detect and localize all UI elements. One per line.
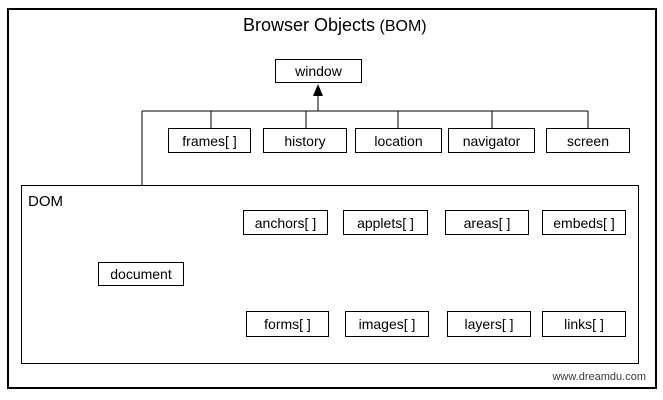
diagram-title: Browser Objects (BOM) (243, 15, 427, 36)
node-navigator: navigator (448, 128, 535, 153)
node-areas: areas[ ] (445, 210, 529, 235)
node-embeds: embeds[ ] (542, 210, 626, 235)
node-frames: frames[ ] (168, 128, 251, 153)
node-anchors: anchors[ ] (243, 210, 328, 235)
node-document: document (98, 262, 184, 286)
node-applets: applets[ ] (343, 210, 428, 235)
node-forms: forms[ ] (246, 311, 329, 337)
node-location: location (355, 128, 442, 153)
node-links: links[ ] (542, 311, 626, 337)
watermark: www.dreamdu.com (552, 371, 646, 383)
title-main: Browser Objects (243, 15, 376, 35)
node-layers: layers[ ] (447, 311, 531, 337)
node-window: window (275, 59, 362, 83)
node-images: images[ ] (345, 311, 429, 337)
node-history: history (263, 128, 347, 153)
dom-label: DOM (28, 193, 63, 210)
node-screen: screen (546, 128, 630, 153)
title-suffix: (BOM) (379, 18, 427, 35)
